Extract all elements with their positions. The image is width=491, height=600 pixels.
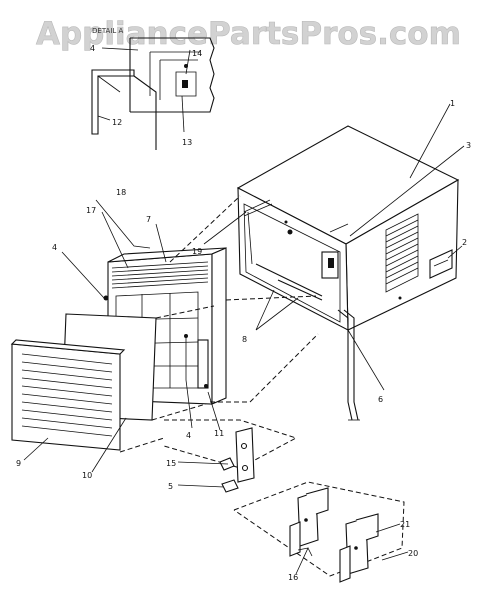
site-watermark: AppliancePartsPros.com <box>36 16 461 52</box>
callout-9: 9 <box>16 459 21 468</box>
callout-4-left: 4 <box>52 243 57 252</box>
leader-lines <box>23 103 465 575</box>
callout-1: 1 <box>450 99 455 108</box>
assembly-guides <box>119 195 405 577</box>
callout-16: 16 <box>288 573 298 582</box>
callout-2: 2 <box>462 238 467 247</box>
detail-inset: DETAIL A <box>91 27 215 150</box>
callout-5: 5 <box>168 482 173 491</box>
callout-18: 18 <box>116 188 126 197</box>
callout-21: 21 <box>400 520 410 529</box>
callout-7: 7 <box>146 215 151 224</box>
callout-4-lower: 4 <box>186 431 191 440</box>
mounting-bracket <box>219 427 255 493</box>
callout-19: 19 <box>192 247 202 256</box>
callout-10: 10 <box>82 471 92 480</box>
callout-4-detail: 4 <box>90 44 95 53</box>
rear-grille <box>385 213 419 293</box>
callout-15: 15 <box>166 459 176 468</box>
front-grille <box>10 339 126 451</box>
callout-8: 8 <box>242 335 247 344</box>
cabinet-assembly <box>236 125 460 421</box>
callout-labels: 4 14 12 13 1 3 2 18 17 7 19 4 8 6 4 11 9… <box>16 44 471 582</box>
callout-11: 11 <box>214 429 224 438</box>
callout-6: 6 <box>378 395 383 404</box>
callout-17: 17 <box>86 206 96 215</box>
callout-20: 20 <box>408 549 418 558</box>
callout-14: 14 <box>192 49 202 58</box>
callout-12: 12 <box>112 118 122 127</box>
callout-3: 3 <box>466 141 471 150</box>
detail-header: DETAIL A <box>92 27 124 35</box>
support-brackets <box>289 487 379 583</box>
callout-13: 13 <box>182 138 192 147</box>
